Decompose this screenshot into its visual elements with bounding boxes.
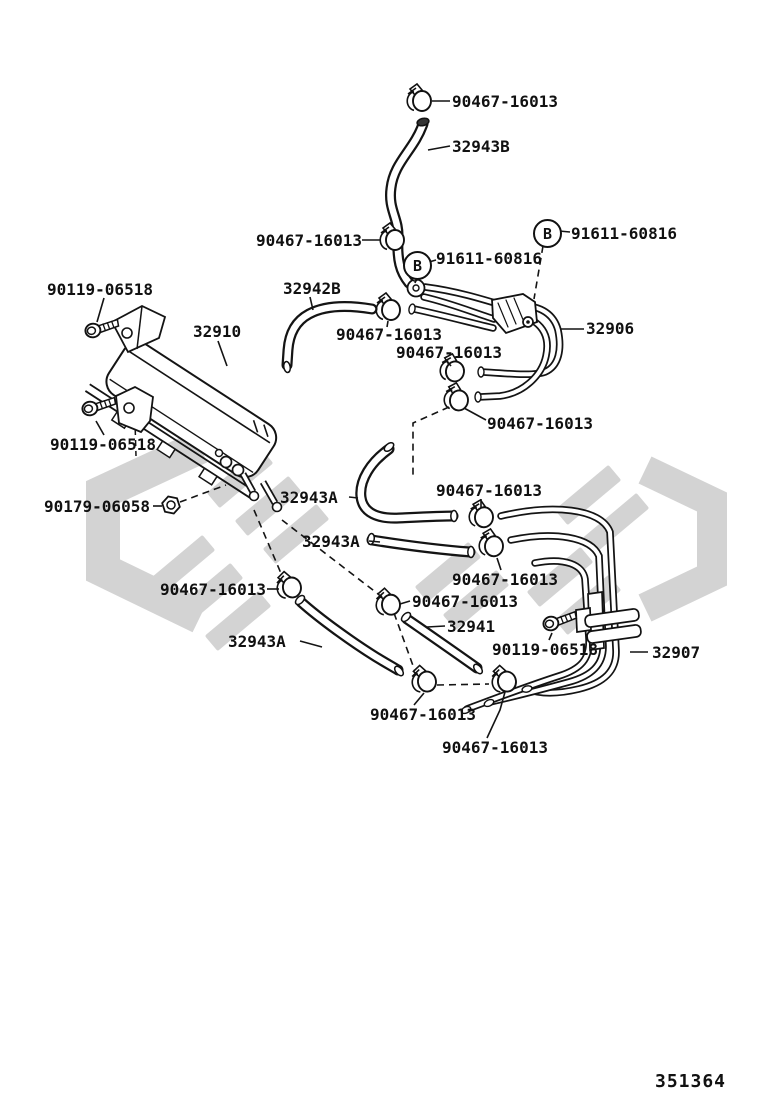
part-label-32943b[interactable]: 32943B [452,137,510,156]
pipe-32907-drawing [460,505,642,715]
part-label-32943a-1[interactable]: 32943A [280,488,338,507]
ref-marker-b-2[interactable]: B [403,251,432,280]
part-label-90179-06058[interactable]: 90179-06058 [44,497,150,516]
pipe-bracket-drawing [575,591,642,651]
oil-cooler-drawing [84,304,283,513]
part-label-32907[interactable]: 32907 [652,643,701,662]
part-label-32943a-2[interactable]: 32943A [302,532,360,551]
leader-lines [95,100,648,739]
part-label-90467-16013-1[interactable]: 90467-16013 [452,92,558,111]
part-label-32943a-3[interactable]: 32943A [228,632,286,651]
banjo-fitting-drawing [406,274,538,335]
hose-32943a-upper [355,441,459,524]
cooler-bracket-upper [110,304,167,354]
figure-number: 351364 [655,1071,727,1092]
part-label-32942b[interactable]: 32942B [283,279,341,298]
part-label-90119-06518-3[interactable]: 90119-06518 [492,640,598,659]
ref-marker-b-1[interactable]: B [533,219,562,248]
part-label-91611-60816-1[interactable]: 91611-60816 [571,224,677,243]
part-label-90467-16013-5[interactable]: 90467-16013 [487,414,593,433]
hose-32942b [281,301,378,374]
hose-32943a-middle [366,532,476,559]
hose-32941 [400,611,484,675]
part-label-90467-16013-11[interactable]: 90467-16013 [442,738,548,757]
part-label-90467-16013-4[interactable]: 90467-16013 [396,343,502,362]
part-label-90467-16013-8[interactable]: 90467-16013 [160,580,266,599]
part-label-90467-16013-9[interactable]: 90467-16013 [412,592,518,611]
part-label-90467-16013-2[interactable]: 90467-16013 [256,231,362,250]
part-label-32910[interactable]: 32910 [193,322,242,341]
part-label-90467-16013-3[interactable]: 90467-16013 [336,325,442,344]
hose-32943b [384,117,430,289]
part-label-90119-06518-2[interactable]: 90119-06518 [50,435,156,454]
part-label-90467-16013-7[interactable]: 90467-16013 [452,570,558,589]
cooler-bracket-lower [115,385,154,434]
part-label-91611-60816-2[interactable]: 91611-60816 [436,249,542,268]
part-label-90119-06518-1[interactable]: 90119-06518 [47,280,153,299]
part-label-90467-16013-10[interactable]: 90467-16013 [370,705,476,724]
part-label-90467-16013-6[interactable]: 90467-16013 [436,481,542,500]
part-label-32906[interactable]: 32906 [586,319,635,338]
hoses-drawing [281,117,484,677]
cooler-outlet-fittings [214,448,283,513]
pipe-32906-drawing [406,274,564,403]
hose-32943a-lower [294,594,405,677]
part-label-32941[interactable]: 32941 [447,617,496,636]
